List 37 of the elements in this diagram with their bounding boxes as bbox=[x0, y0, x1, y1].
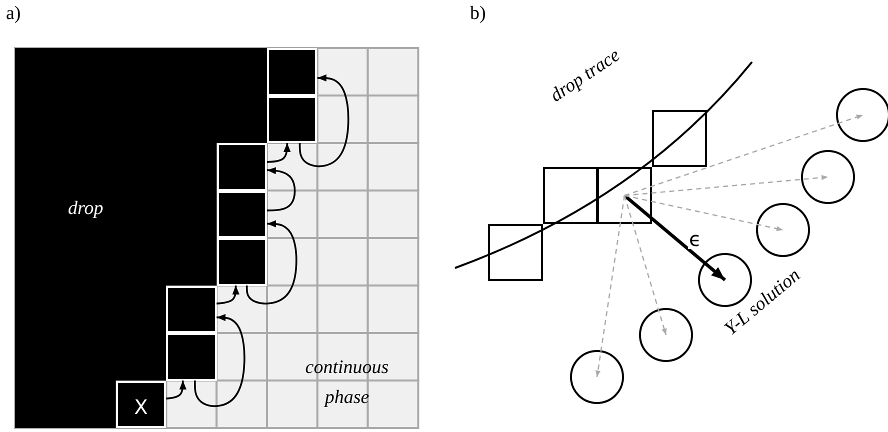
interface-cell bbox=[267, 96, 318, 143]
interface-cell bbox=[216, 238, 267, 286]
dashed-arrow bbox=[624, 114, 864, 196]
arrow bbox=[266, 167, 296, 212]
dashed-arrow bbox=[624, 195, 667, 336]
arrow bbox=[166, 380, 187, 400]
grid-cell bbox=[652, 110, 707, 167]
interface-cell bbox=[216, 190, 267, 238]
arrow bbox=[266, 143, 291, 163]
arrow bbox=[623, 194, 726, 282]
dashed-arrow bbox=[624, 175, 828, 196]
grid-cell bbox=[543, 167, 598, 224]
region-label: drop trace bbox=[547, 46, 624, 108]
grid-cell bbox=[488, 224, 543, 281]
interface-cell bbox=[116, 380, 166, 428]
arrow bbox=[298, 74, 350, 168]
arrow bbox=[194, 314, 246, 407]
dashed-arrow bbox=[624, 194, 784, 232]
grid-cell bbox=[597, 167, 652, 224]
interface-cell bbox=[166, 286, 217, 333]
solution-circle bbox=[801, 150, 855, 204]
solution-circle bbox=[836, 88, 888, 142]
solution-circle bbox=[698, 253, 752, 307]
region-label: drop bbox=[68, 199, 104, 220]
arrow bbox=[246, 220, 298, 304]
panel-label: a) bbox=[6, 4, 21, 25]
solution-circle bbox=[570, 350, 624, 404]
solution-circle bbox=[756, 203, 810, 257]
solution-circle bbox=[639, 308, 693, 362]
panel-label: b) bbox=[470, 4, 486, 25]
dashed-arrow bbox=[595, 195, 626, 378]
interface-cell bbox=[166, 333, 217, 380]
cell-mark: X bbox=[134, 395, 148, 420]
interface-cell bbox=[267, 48, 318, 96]
arrow bbox=[216, 285, 240, 304]
region-label: continuous phase bbox=[304, 356, 390, 410]
interface-cell bbox=[216, 143, 267, 190]
